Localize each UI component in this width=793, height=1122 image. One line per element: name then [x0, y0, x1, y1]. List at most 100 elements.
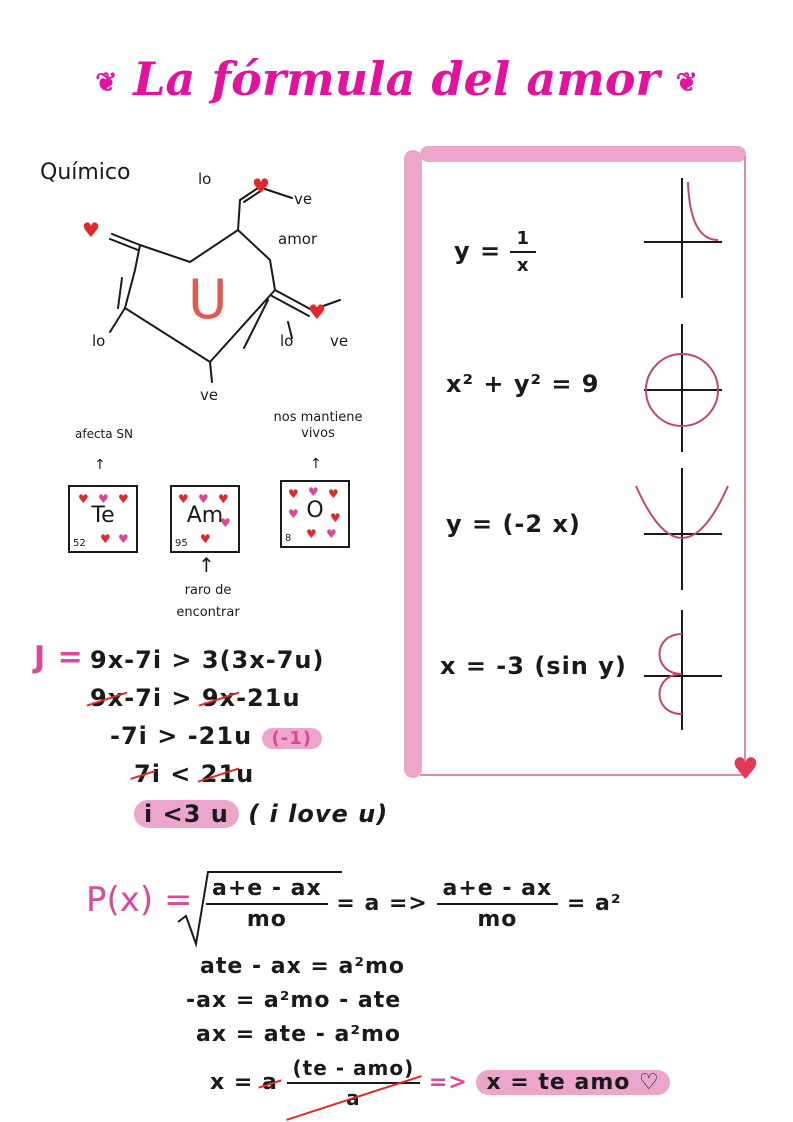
term: x =	[210, 1070, 254, 1095]
inequality-result: i <3 u	[134, 800, 239, 828]
fraction: (te - amo) a	[286, 1056, 421, 1110]
molecule-drawing: U	[109, 187, 341, 383]
term: = a²	[566, 891, 622, 916]
fraction: 1 x	[510, 228, 536, 276]
heart-icon: ♥	[330, 511, 341, 525]
element-box-te: Te 52 ♥ ♥ ♥ ♥ ♥	[68, 485, 138, 553]
element-symbol: Te	[91, 503, 115, 528]
struck-term: 21	[200, 760, 237, 788]
group-ve-right: ve	[330, 332, 349, 350]
inequality-result-row: i <3 u ( i love u)	[134, 800, 388, 828]
fraction: a+e - ax mo	[206, 876, 328, 932]
proof-step-4: x = a (te - amo) a => x = te amo ♡	[210, 1056, 670, 1110]
graph-4-curve	[658, 633, 683, 715]
term: -21u	[236, 684, 301, 712]
proof-step-2: -ax = a²mo - ate	[186, 988, 402, 1013]
term: = a	[336, 891, 381, 916]
heart-icon: ♥	[118, 492, 129, 506]
graph-equation-2: x² + y² = 9	[446, 370, 600, 398]
arrow-up-icon: ↑	[198, 553, 215, 577]
fraction: a+e - ax mo	[436, 876, 559, 932]
group-ve-top: ve	[294, 190, 313, 208]
graph-2-curve	[645, 353, 719, 427]
fraction-numerator: a+e - ax	[436, 876, 559, 905]
molecule-label: Químico	[40, 160, 131, 185]
proof-line-1: a+e - ax mo = a => a+e - ax mo = a²	[206, 876, 621, 932]
element-number: 52	[73, 538, 86, 549]
element-number: 95	[175, 538, 188, 549]
element-note-te: afecta SN	[74, 427, 134, 441]
term: u	[236, 760, 255, 788]
page-title: ❦ La fórmula del amor ❦	[0, 52, 793, 106]
fraction-denominator: mo	[477, 907, 518, 932]
inequality-line-1: 9x-7i > 3(3x-7u)	[90, 646, 325, 674]
arrow: =>	[428, 1070, 468, 1095]
inequality-line-3: -7i > -21u (-1)	[110, 722, 322, 750]
fraction-denominator: x	[516, 255, 530, 276]
struck-term: 7	[134, 760, 152, 788]
graph-equation-4: x = -3 (sin y)	[440, 652, 627, 680]
group-lo-top: lo	[198, 170, 212, 188]
graph-panel	[420, 156, 746, 776]
element-box-o: O 8 ♥ ♥ ♥ ♥ ♥ ♥ ♥	[280, 480, 350, 548]
heart-icon: ♥	[252, 174, 270, 198]
heart-icon: ♥	[78, 492, 89, 506]
inequality-line-4: 7i < 21u	[134, 760, 254, 788]
term: -7i >	[124, 684, 202, 712]
element-note-o: nos mantiene vivos	[273, 410, 363, 441]
element-note-am: raro de encontrar	[176, 583, 240, 620]
graph-3-curve	[635, 485, 729, 539]
inequality-result-note: ( i love u)	[248, 800, 389, 828]
element-symbol: O	[306, 498, 324, 523]
panel-top-bar	[420, 146, 746, 162]
element-number: 8	[285, 533, 292, 544]
term: i <	[151, 760, 201, 788]
molecule-section: U Químico lo ve amor lo lo ve ve ♥ ♥ ♥	[30, 150, 410, 410]
equation-lhs: y =	[454, 237, 502, 265]
heart-icon: ♥	[220, 516, 231, 530]
heart-icon: ♥	[198, 492, 209, 506]
heart-icon: ♥	[326, 527, 337, 541]
graph-equation-3: y = (-2 x)	[446, 510, 581, 538]
fraction-numerator: (te - amo)	[286, 1056, 421, 1084]
heart-icon: ♥	[98, 492, 109, 506]
heart-icon: ♥	[82, 218, 100, 242]
graph-plots	[635, 178, 729, 730]
proof-var: P(x) =	[86, 880, 193, 920]
heart-icon: ♥	[288, 507, 299, 521]
inequality-note: (-1)	[261, 728, 322, 749]
struck-term: a	[261, 1070, 278, 1095]
fraction-numerator: 1	[510, 228, 536, 253]
proof-step-1: ate - ax = a²mo	[200, 954, 406, 979]
heart-icon: ♥	[100, 532, 111, 546]
graph-1-curve	[687, 181, 719, 241]
heart-icon: ♥	[200, 532, 211, 546]
group-ve-bottom: ve	[200, 386, 219, 404]
fraction-numerator: a+e - ax	[206, 876, 328, 905]
struck-term: 9x	[201, 684, 237, 712]
term: -7i > -21u	[110, 722, 253, 750]
sqrt-sign	[177, 871, 342, 948]
proof-step-3: ax = ate - a²mo	[196, 1022, 402, 1047]
heart-icon: ♥	[288, 487, 299, 501]
element-symbol: Am	[186, 503, 224, 528]
panel-left-bar	[404, 150, 422, 778]
group-lo-right: lo	[280, 332, 294, 350]
graph-equation-1: y = 1 x	[454, 228, 536, 276]
proof-final-result: x = te amo ♡	[476, 1070, 670, 1095]
heart-icon: ♥	[178, 492, 189, 506]
inequality-line-2: 9x-7i > 9x-21u	[90, 684, 301, 712]
arrow: =>	[388, 891, 428, 916]
group-amor: amor	[278, 230, 318, 248]
heart-icon: ♥	[328, 487, 339, 501]
arrow-up-icon: ↑	[310, 456, 322, 472]
heart-icon: ♥	[732, 752, 759, 787]
fraction-denominator: a	[287, 1084, 421, 1110]
heart-icon: ♥	[118, 532, 129, 546]
heart-icon: ♥	[218, 492, 229, 506]
fraction-denominator: mo	[246, 907, 287, 932]
flourish-left-icon: ❦	[95, 68, 118, 98]
ring-letter: U	[188, 268, 228, 331]
flourish-right-icon: ❦	[675, 68, 698, 98]
heart-icon: ♥	[306, 527, 317, 541]
